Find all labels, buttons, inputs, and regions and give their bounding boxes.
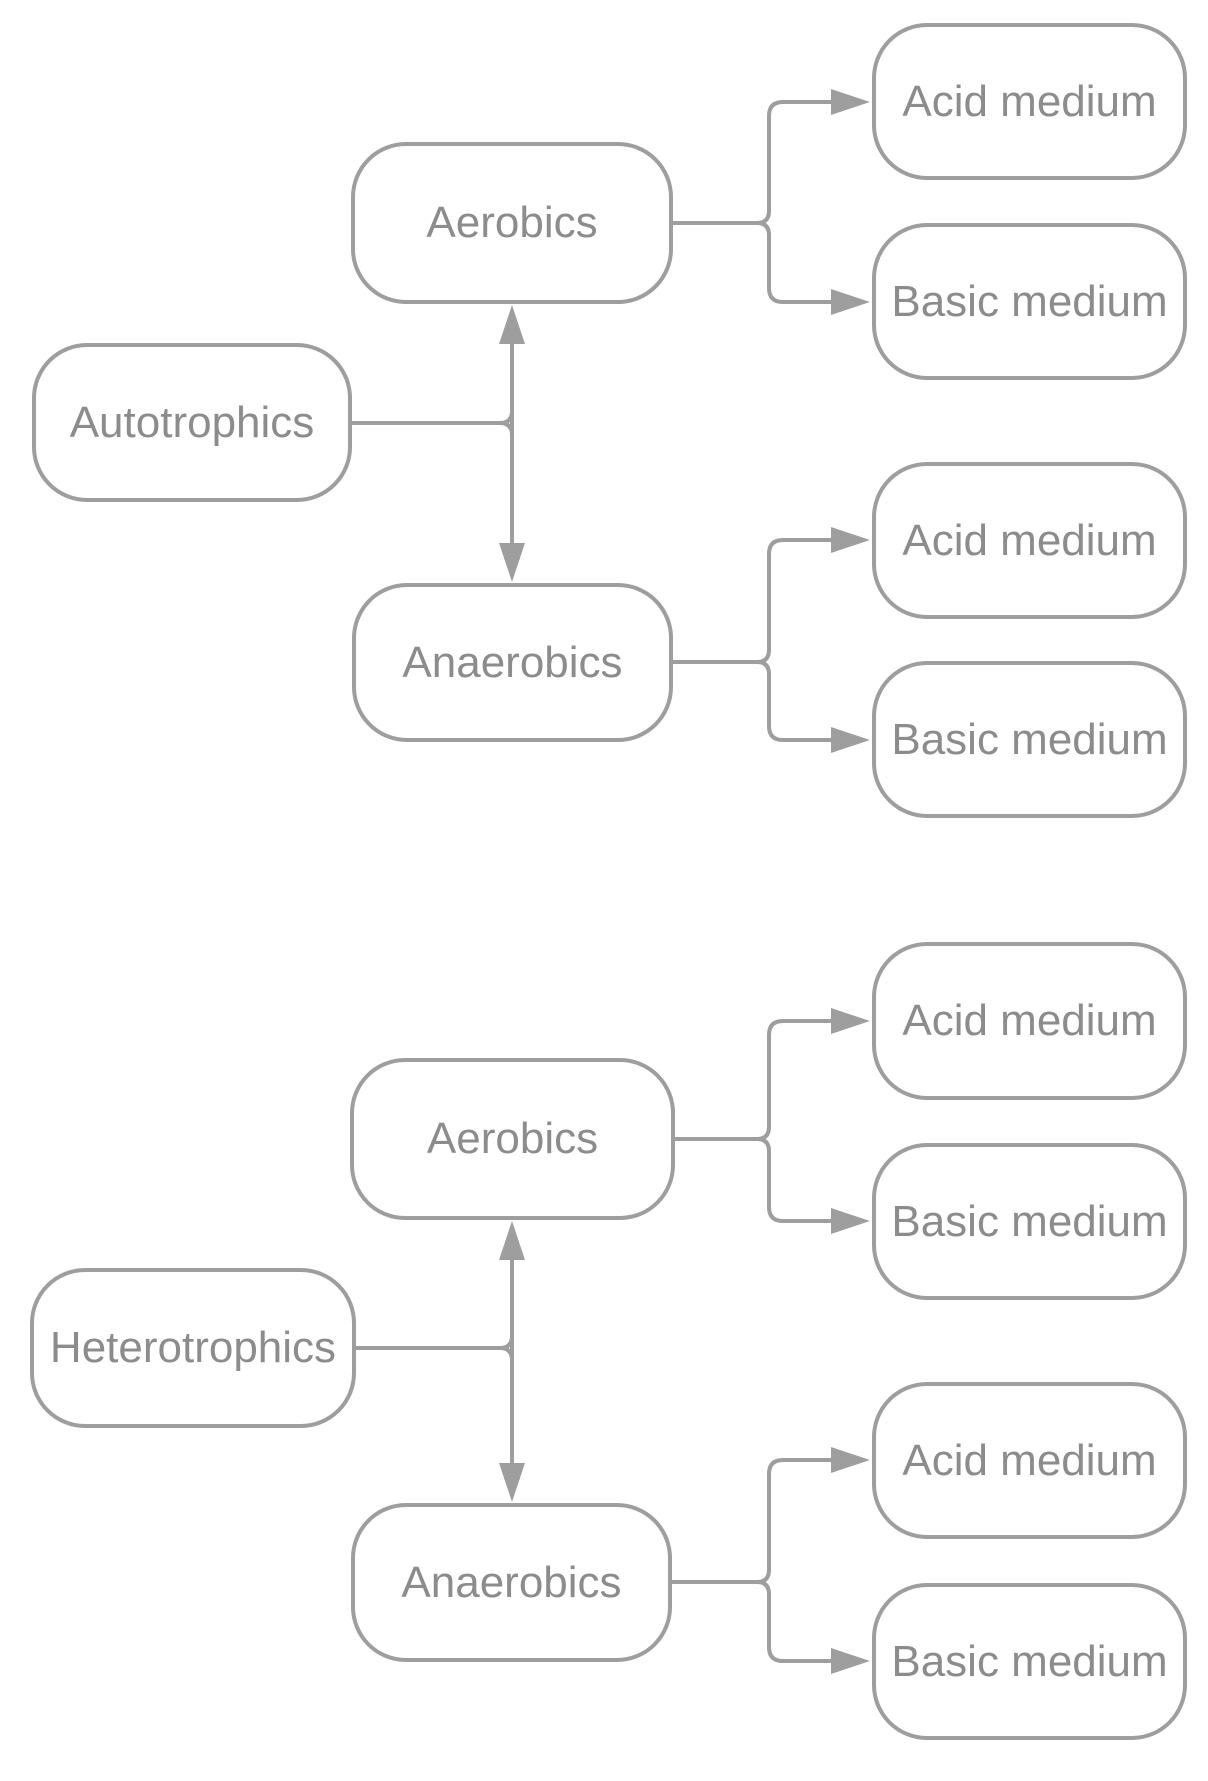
arrow-right-icon	[831, 289, 870, 315]
edge-arm-up	[756, 100, 831, 225]
edge-arm-up	[756, 1019, 831, 1141]
edge-aerobics-1-children	[673, 89, 870, 315]
node-aerobics-1: Aerobics	[351, 142, 673, 304]
arrow-up-icon	[499, 305, 525, 344]
node-basic-medium-2: Basic medium	[872, 661, 1187, 818]
arrow-up-icon	[499, 1221, 525, 1260]
arrow-right-icon	[831, 727, 870, 753]
arrow-right-icon	[831, 1447, 870, 1473]
node-heterotrophics: Heterotrophics	[30, 1268, 356, 1428]
edge-autotrophics-fork	[352, 305, 525, 582]
edge-arm-up	[756, 1458, 831, 1584]
node-acid-medium-1: Acid medium	[872, 23, 1187, 180]
arrow-down-icon	[499, 1463, 525, 1502]
node-aerobics-2: Aerobics	[350, 1058, 675, 1220]
node-acid-medium-3: Acid medium	[872, 942, 1187, 1100]
arrow-right-icon	[831, 527, 870, 553]
node-anaerobics-2: Anaerobics	[351, 1503, 672, 1662]
edge-arm-down	[756, 1580, 831, 1663]
arrow-right-icon	[831, 1008, 870, 1034]
node-basic-medium-4: Basic medium	[872, 1583, 1187, 1740]
node-acid-medium-4: Acid medium	[872, 1382, 1187, 1539]
edge-anaerobics-2-children	[672, 1447, 870, 1674]
edge-arm-up	[756, 538, 831, 664]
edge-arm-down	[756, 221, 831, 304]
edge-aerobics-2-children	[675, 1008, 870, 1234]
node-autotrophics: Autotrophics	[32, 343, 352, 502]
arrow-right-icon	[831, 1648, 870, 1674]
edge-arm-down	[756, 660, 831, 742]
node-anaerobics-1: Anaerobics	[352, 583, 673, 742]
arrow-right-icon	[831, 89, 870, 115]
edge-arm-down	[756, 1137, 831, 1223]
edge-heterotrophics-fork	[356, 1221, 525, 1502]
edge-anaerobics-1-children	[673, 527, 870, 753]
arrow-down-icon	[499, 543, 525, 582]
node-basic-medium-1: Basic medium	[872, 223, 1187, 380]
arrow-right-icon	[831, 1208, 870, 1234]
node-basic-medium-3: Basic medium	[872, 1143, 1187, 1300]
node-acid-medium-2: Acid medium	[872, 462, 1187, 619]
